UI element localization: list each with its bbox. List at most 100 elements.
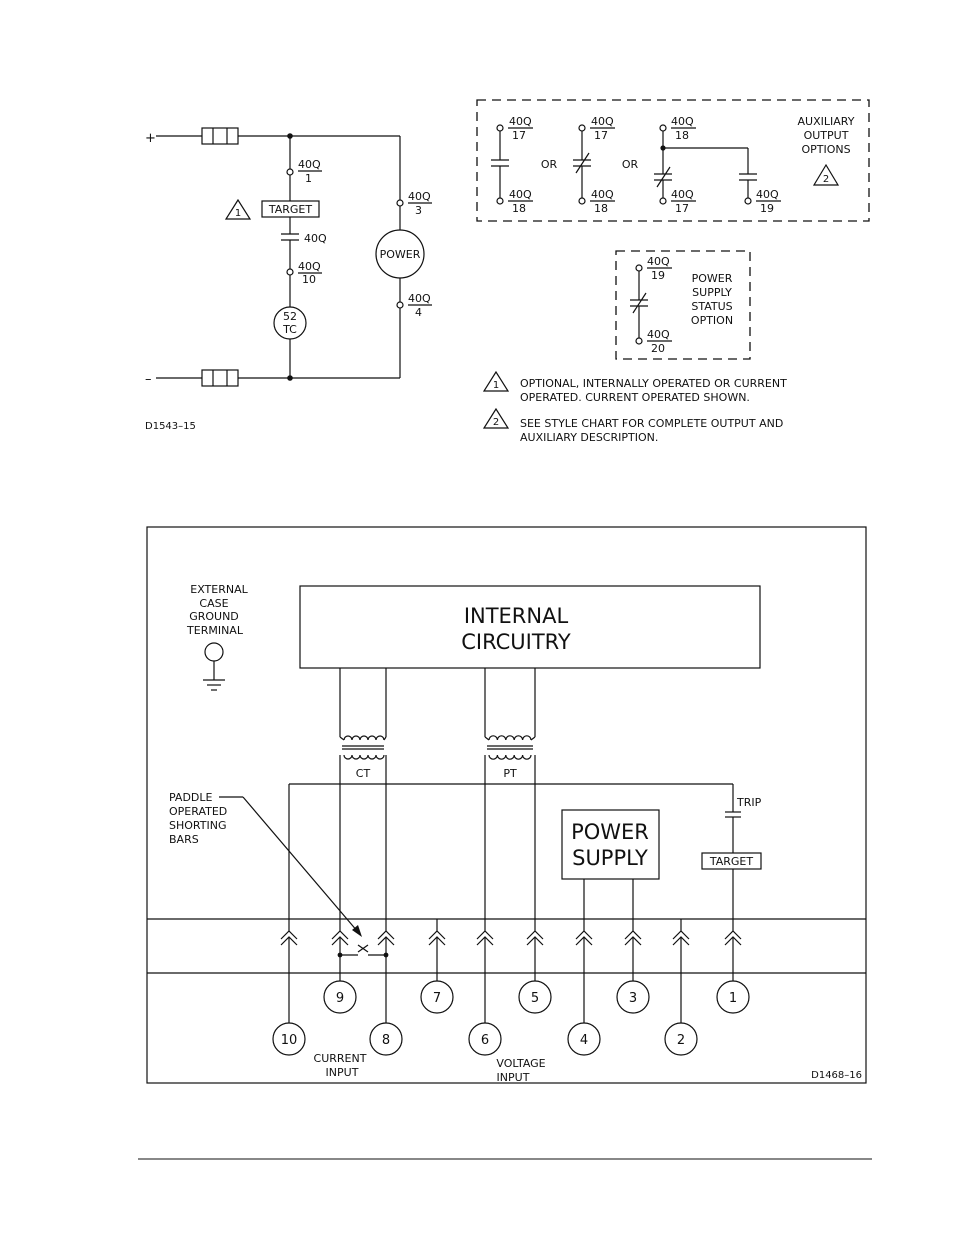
power-label: POWER <box>380 248 421 261</box>
internal-circuitry-line1: INTERNAL <box>464 604 569 628</box>
terminal-10 <box>272 1022 306 1056</box>
ps-title-line4: OPTION <box>691 314 733 327</box>
ground-terminal-circle <box>204 642 224 662</box>
aux-b-terminal-18 <box>578 197 586 205</box>
ps-terminal-20 <box>635 337 643 345</box>
pt-label: PT <box>503 767 517 780</box>
terminal-5 <box>518 980 552 1014</box>
voltage-input-line2: INPUT <box>497 1071 530 1084</box>
target-label: TARGET <box>268 203 313 216</box>
terminal-40q-4-number: 4 <box>415 306 422 319</box>
current-input-line2: INPUT <box>326 1066 359 1079</box>
note-2-triangle <box>482 407 510 429</box>
terminal-40q-10 <box>286 268 294 276</box>
terminal-40q-4-label: 40Q <box>408 292 431 305</box>
power-supply-line1: POWER <box>571 820 649 844</box>
aux-a-bottom-number: 18 <box>512 202 526 215</box>
aux-c-terminal-17 <box>659 197 667 205</box>
terminal-5-label: 5 <box>531 991 539 1006</box>
note-2-line1: SEE STYLE CHART FOR COMPLETE OUTPUT AND <box>520 417 783 430</box>
aux-or-1: OR <box>541 158 558 171</box>
aux-b-terminal-17 <box>578 124 586 132</box>
ps-bottom-number: 20 <box>651 342 665 355</box>
terminal-40q-1-label: 40Q <box>298 158 321 171</box>
note-1-line2: OPERATED. CURRENT OPERATED SHOWN. <box>520 391 750 404</box>
terminal-4 <box>567 1022 601 1056</box>
paddle-arrow-head <box>352 925 362 937</box>
aux-c-top-label: 40Q <box>671 115 694 128</box>
current-input-line1: CURRENT <box>314 1052 367 1065</box>
note-1-triangle <box>224 198 252 220</box>
note-1-triangle <box>482 370 510 392</box>
aux-c-terminal-19 <box>744 197 752 205</box>
aux-a-top-label: 40Q <box>509 115 532 128</box>
ground-label-line2: CASE <box>199 597 228 610</box>
internal-connection-diagram: EXTERNAL CASE GROUND TERMINAL INTERNAL C… <box>146 526 867 1084</box>
terminal-40q-1-number: 1 <box>305 172 312 185</box>
ps-title-line3: STATUS <box>691 300 732 313</box>
ps-top-label: 40Q <box>647 255 670 268</box>
target-label-bottom: TARGET <box>709 855 754 868</box>
drawing-id-top: D1543–15 <box>145 421 196 432</box>
power-supply-status-dashed-box <box>615 250 751 360</box>
ground-label-line1: EXTERNAL <box>190 583 248 596</box>
aux-a-terminal-17 <box>496 124 504 132</box>
contact-40q-label: 40Q <box>304 232 327 245</box>
internal-circuitry-box <box>299 585 761 669</box>
note-2-triangle <box>812 163 840 186</box>
terminal-40q-10-label: 40Q <box>298 260 321 273</box>
terminal-40q-4 <box>396 301 404 309</box>
paddle-label-line3: SHORTING <box>169 819 226 832</box>
ps-terminal-19 <box>635 264 643 272</box>
paddle-label-line2: OPERATED <box>169 805 227 818</box>
aux-c-19-label: 40Q <box>756 188 779 201</box>
terminal-1 <box>716 980 750 1014</box>
aux-options-dashed-box <box>476 99 870 222</box>
terminal-6-label: 6 <box>481 1033 489 1048</box>
terminal-9 <box>323 980 357 1014</box>
terminal-2 <box>664 1022 698 1056</box>
target-box-bottom <box>701 852 762 870</box>
ps-bottom-label: 40Q <box>647 328 670 341</box>
terminal-3-label: 3 <box>629 991 637 1006</box>
terminal-7 <box>420 980 454 1014</box>
terminal-40q-1 <box>286 168 294 176</box>
note-1-line1: OPTIONAL, INTERNALLY OPERATED OR CURRENT <box>520 377 787 390</box>
aux-c-top-number: 18 <box>675 129 689 142</box>
aux-title-line1: AUXILIARY <box>798 115 855 128</box>
terminal-8 <box>369 1022 403 1056</box>
note-2-line2: AUXILIARY DESCRIPTION. <box>520 431 658 444</box>
pt-primary-coil <box>488 754 532 760</box>
terminal-40q-3 <box>396 199 404 207</box>
trip-coil-number: 52 <box>283 310 297 323</box>
aux-a-terminal-18 <box>496 197 504 205</box>
power-supply-line2: SUPPLY <box>572 846 648 870</box>
auxiliary-output-options: 40Q 17 40Q 18 OR 40Q 17 40Q 18 OR 40Q 18 <box>476 99 870 360</box>
ct-label: CT <box>356 767 371 780</box>
note-2-ref: 2 <box>823 174 829 185</box>
ground-label-line4: TERMINAL <box>186 624 244 637</box>
notes: 1 OPTIONAL, INTERNALLY OPERATED OR CURRE… <box>482 370 787 444</box>
aux-c-terminal-18 <box>659 124 667 132</box>
fuse-negative <box>201 369 239 387</box>
trip-coil-label: TC <box>282 323 297 336</box>
note-2-number: 2 <box>493 417 499 428</box>
note-1-number: 1 <box>493 380 499 391</box>
aux-b-bottom-label: 40Q <box>591 188 614 201</box>
ps-title-line2: SUPPLY <box>692 286 732 299</box>
ground-label-line3: GROUND <box>189 610 239 623</box>
terminal-3 <box>616 980 650 1014</box>
aux-title-line2: OUTPUT <box>804 129 849 142</box>
pt-secondary-coil <box>488 735 532 741</box>
terminal-40q-10-number: 10 <box>302 273 316 286</box>
internal-circuitry-line2: CIRCUITRY <box>461 630 571 654</box>
aux-c-bottom-label: 40Q <box>671 188 694 201</box>
ps-top-number: 19 <box>651 269 665 282</box>
fuse-positive <box>201 127 239 145</box>
terminal-9-label: 9 <box>336 991 344 1006</box>
ct-secondary-coil <box>343 735 385 741</box>
ct-primary-coil <box>343 754 385 760</box>
terminal-6 <box>468 1022 502 1056</box>
aux-b-top-label: 40Q <box>591 115 614 128</box>
